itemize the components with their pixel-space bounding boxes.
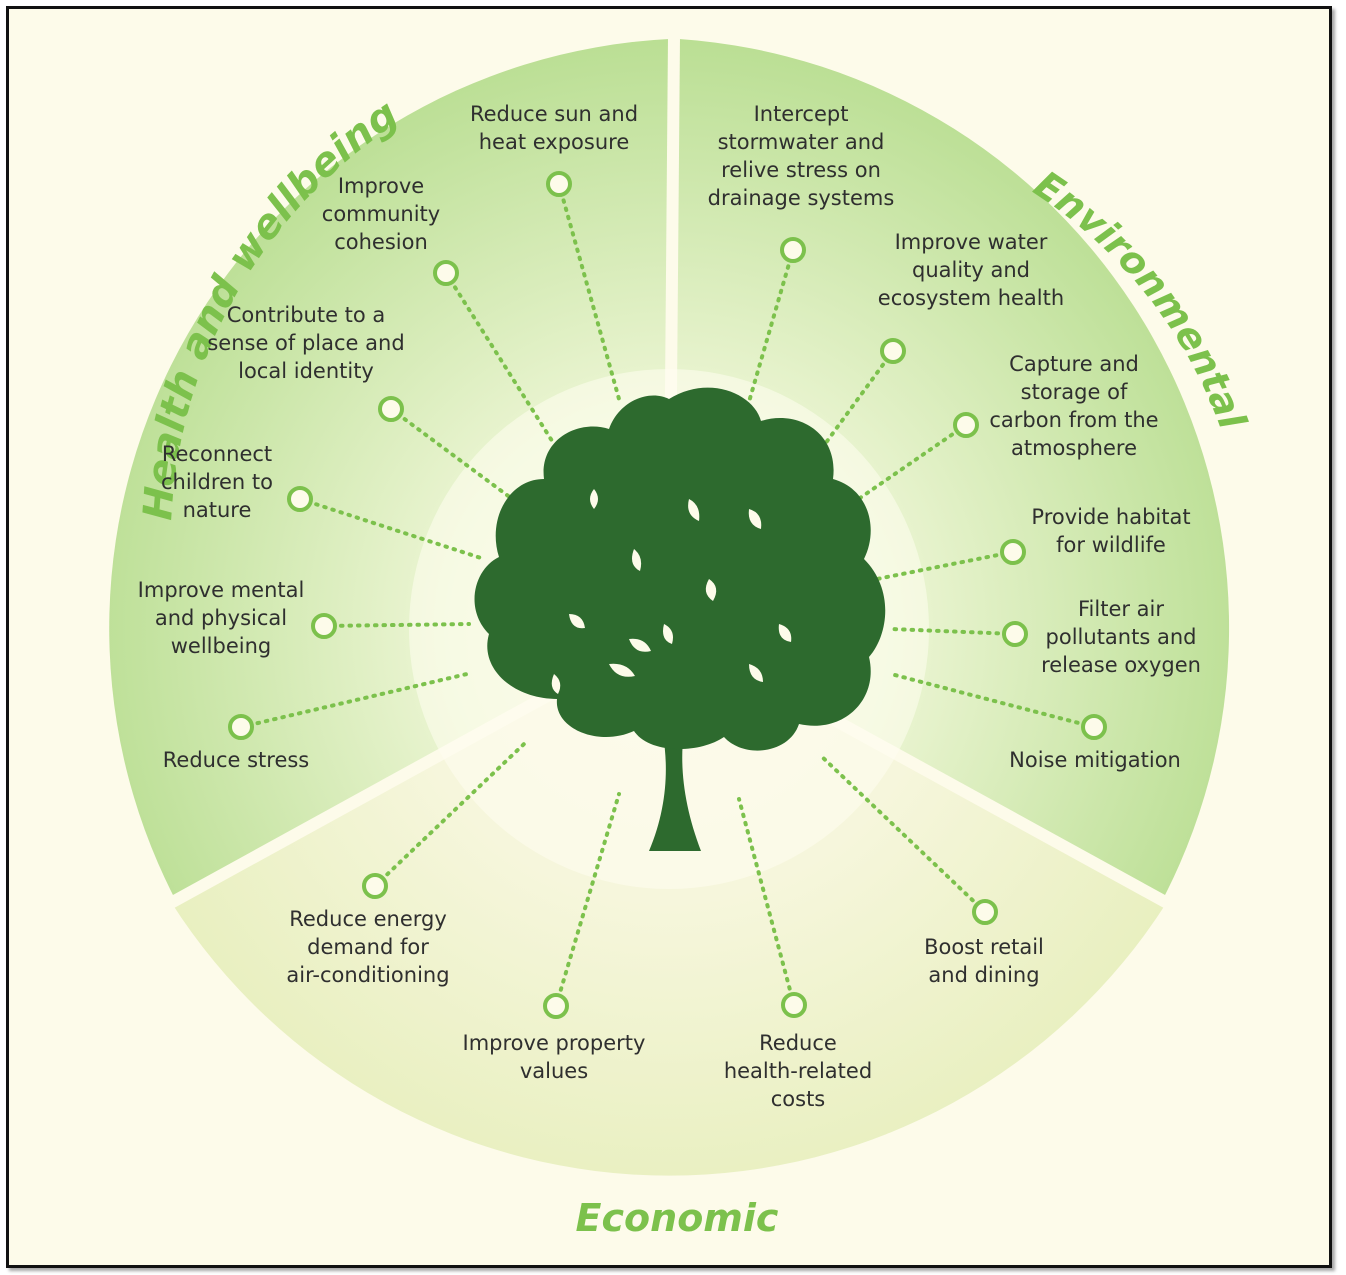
- benefit-water-line: Improve water: [895, 230, 1048, 254]
- benefit-place-line: Contribute to a: [227, 303, 386, 327]
- benefit-children-line: Reconnect: [162, 442, 272, 466]
- benefit-carbon-line: storage of: [1021, 380, 1128, 404]
- benefit-community-line: community: [322, 202, 440, 226]
- connector-property: [554, 792, 621, 1008]
- benefit-habitat-line: for wildlife: [1056, 533, 1166, 557]
- node-stormwater: [780, 237, 806, 263]
- benefit-carbon-line: atmosphere: [1011, 436, 1137, 460]
- node-retail: [972, 899, 998, 925]
- benefit-healthcost-line: costs: [771, 1087, 826, 1111]
- benefit-air-line: pollutants and: [1046, 625, 1197, 649]
- tree-trunk: [649, 709, 701, 851]
- diagram-frame: Health and wellbeing Environmental Econo…: [6, 6, 1332, 1268]
- benefit-water-line: ecosystem health: [878, 286, 1064, 310]
- node-community: [433, 260, 459, 286]
- benefit-stress-label: Reduce stress: [163, 748, 310, 772]
- node-place: [378, 396, 404, 422]
- node-mental: [311, 613, 337, 639]
- benefit-air-line: release oxygen: [1041, 653, 1201, 677]
- benefit-sun-line: Reduce sun and: [470, 102, 638, 126]
- benefit-mental-line: Improve mental: [138, 578, 305, 602]
- benefit-stormwater-label: Intercept stormwater and relive stress on d…: [708, 102, 895, 210]
- benefit-mental-line: and physical: [155, 606, 287, 630]
- connector-lines: [239, 182, 1096, 1008]
- benefit-place-line: sense of place and: [207, 331, 404, 355]
- benefit-community-label: Improve community cohesion: [322, 174, 440, 254]
- benefit-energy-line: Reduce energy: [289, 907, 447, 931]
- benefit-stress-line: Reduce stress: [163, 748, 310, 772]
- benefit-children-line: nature: [183, 498, 252, 522]
- benefit-mental-line: wellbeing: [171, 634, 272, 658]
- benefit-place-line: local identity: [238, 359, 374, 383]
- tree-canopy-gaps: [551, 489, 792, 694]
- connector-mental: [322, 622, 471, 628]
- benefit-water-line: quality and: [912, 258, 1030, 282]
- benefit-sun-line: heat exposure: [479, 130, 630, 154]
- benefit-carbon-line: Capture and: [1009, 352, 1139, 376]
- benefit-retail-line: Boost retail: [924, 935, 1044, 959]
- benefit-noise-line: Noise mitigation: [1009, 748, 1181, 772]
- tree-benefits-diagram: Health and wellbeing Environmental Econo…: [109, 36, 1255, 1240]
- benefit-carbon-label: Capture and storage of carbon from the atmo…: [989, 352, 1158, 460]
- connector-air: [889, 627, 1017, 636]
- benefit-retail-label: Boost retail and dining: [924, 935, 1044, 987]
- node-air: [1002, 621, 1028, 647]
- connector-carbon: [842, 423, 968, 511]
- benefit-property-label: Improve property values: [463, 1031, 646, 1083]
- connector-energy: [373, 742, 526, 888]
- connector-noise: [889, 672, 1096, 729]
- node-stress: [228, 714, 254, 740]
- tree-icon: [474, 387, 886, 851]
- node-property: [543, 993, 569, 1019]
- benefit-carbon-line: carbon from the: [989, 408, 1158, 432]
- benefit-healthcost-line: Reduce: [759, 1031, 837, 1055]
- connector-habitat: [875, 550, 1015, 581]
- node-carbon: [953, 412, 979, 438]
- tree-canopy: [474, 387, 886, 751]
- node-water: [880, 338, 906, 364]
- node-healthcost: [781, 992, 807, 1018]
- node-energy: [362, 873, 388, 899]
- node-children: [287, 486, 313, 512]
- node-noise: [1081, 714, 1107, 740]
- benefit-water-label: Improve water quality and ecosystem health: [878, 230, 1064, 310]
- benefit-stormwater-line: relive stress on: [721, 158, 881, 182]
- benefit-energy-line: air-conditioning: [286, 963, 449, 987]
- benefit-children-label: Reconnect children to nature: [161, 442, 273, 522]
- benefit-sun-label: Reduce sun and heat exposure: [470, 102, 638, 154]
- node-habitat: [1000, 539, 1026, 565]
- benefit-noise-label: Noise mitigation: [1009, 748, 1181, 772]
- benefit-property-line: Improve property: [463, 1031, 646, 1055]
- benefit-children-line: children to: [161, 470, 273, 494]
- connector-place: [389, 407, 521, 506]
- connector-sun: [557, 182, 621, 401]
- benefit-property-line: values: [520, 1059, 588, 1083]
- connector-healthcost: [737, 797, 796, 1007]
- connector-stormwater: [742, 248, 795, 421]
- benefit-retail-line: and dining: [928, 963, 1039, 987]
- benefit-energy-label: Reduce energy demand for air-conditioning: [286, 907, 449, 987]
- benefit-healthcost-label: Reduce health-related costs: [724, 1031, 872, 1111]
- benefit-place-label: Contribute to a sense of place and local i…: [207, 303, 404, 383]
- benefit-stormwater-line: Intercept: [754, 102, 849, 126]
- benefit-community-line: cohesion: [334, 230, 428, 254]
- connector-children: [298, 497, 486, 561]
- category-economic-label: Economic: [576, 1196, 779, 1240]
- benefit-air-label: Filter air pollutants and release oxygen: [1041, 597, 1201, 677]
- benefit-mental-label: Improve mental and physical wellbeing: [138, 578, 305, 658]
- benefit-community-line: Improve: [338, 174, 424, 198]
- benefit-stormwater-line: drainage systems: [708, 186, 895, 210]
- benefit-air-line: Filter air: [1078, 597, 1164, 621]
- connector-water: [812, 349, 895, 461]
- node-sun: [546, 171, 572, 197]
- benefit-energy-line: demand for: [307, 935, 429, 959]
- connector-community: [444, 271, 556, 446]
- benefit-habitat-label: Provide habitat for wildlife: [1031, 505, 1190, 557]
- benefit-stormwater-line: stormwater and: [718, 130, 885, 154]
- benefit-habitat-line: Provide habitat: [1031, 505, 1190, 529]
- benefit-healthcost-line: health-related: [724, 1059, 872, 1083]
